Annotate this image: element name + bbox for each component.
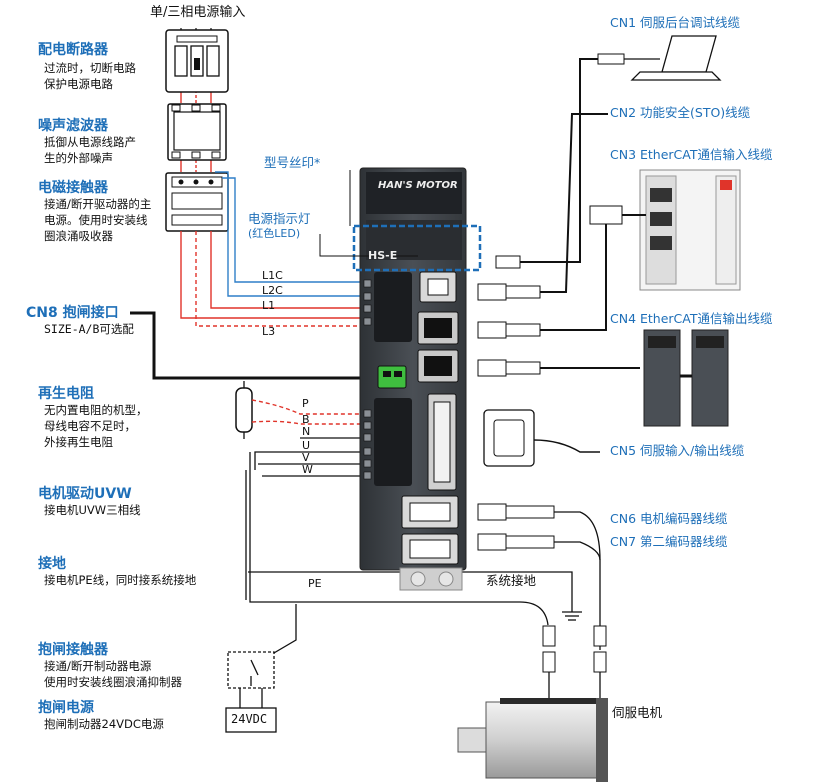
wire-label-b: B xyxy=(302,413,310,426)
wire-label-v: V xyxy=(302,451,310,464)
wire-label-pe: PE xyxy=(308,577,322,590)
drive-brand: HAN'S MOTOR xyxy=(378,180,458,191)
cn7-label: CN7 第二编码器线缆 xyxy=(610,534,728,549)
wire-label-p: P xyxy=(302,397,309,410)
power-led-sub: (红色LED) xyxy=(248,227,301,240)
noise-filter-desc-1: 抵御从电源线路产 xyxy=(44,135,136,149)
breaker-title: 配电断路器 xyxy=(38,42,108,58)
cn1-label: CN1 伺服后台调试线缆 xyxy=(610,15,741,30)
cn8-desc: SIZE-A/B可选配 xyxy=(44,322,134,336)
cn3-drive-plug xyxy=(477,321,541,339)
brake-power-box xyxy=(225,707,277,733)
circuit-breaker-icon xyxy=(165,29,229,93)
brake-power-box-label: 24VDC xyxy=(231,712,268,726)
encoder-cables xyxy=(554,511,601,650)
motor-power-wires xyxy=(245,437,549,626)
brake-contactor-icon xyxy=(227,651,275,708)
cn8-cable xyxy=(130,311,362,380)
regen-desc-1: 无内置电阻的机型， xyxy=(44,403,148,417)
servo-motor-icon xyxy=(457,698,608,782)
regen-desc-2: 母线电容不足时， xyxy=(44,419,136,433)
cn2-plug xyxy=(477,283,541,301)
noise-filter-icon xyxy=(167,103,227,161)
cn8-title: CN8 抱闸接口 xyxy=(26,305,119,321)
main-power-wires xyxy=(180,171,362,327)
servo-drive xyxy=(359,167,467,591)
power-input-label: 单/三相电源输入 xyxy=(150,5,246,20)
noise-filter-title: 噪声滤波器 xyxy=(38,118,108,134)
brake-power-desc: 抱闸制动器24VDC电源 xyxy=(44,717,164,731)
contactor-title: 电磁接触器 xyxy=(38,180,108,196)
ground-title: 接地 xyxy=(38,556,66,572)
cn4-label: CN4 EtherCAT通信输出线缆 xyxy=(610,311,773,326)
motor-uvw-title: 电机驱动UVW xyxy=(38,486,132,502)
brake-contactor-title: 抱闸接触器 xyxy=(38,642,108,658)
wire-label-l1: L1 xyxy=(262,299,276,312)
regen-desc-3: 外接再生电阻 xyxy=(44,435,113,449)
contactor-desc-3: 圈浪涌吸收器 xyxy=(44,229,113,243)
power-led-pointer xyxy=(319,234,418,257)
wire-label-l2c: L2C xyxy=(262,284,283,297)
motor-cable-connectors xyxy=(542,625,607,700)
drive-model: HS-E xyxy=(368,249,398,262)
cn1-cable xyxy=(520,58,598,263)
brake-contactor-desc-2: 使用时安装线圈浪涌抑制器 xyxy=(44,675,182,689)
regen-title: 再生电阻 xyxy=(38,386,94,402)
contactor-desc-2: 电源。使用时安装线 xyxy=(44,213,148,227)
brake-power-title: 抱闸电源 xyxy=(38,700,94,716)
noise-filter-desc-2: 生的外部噪声 xyxy=(44,151,113,165)
cn5-connector-icon xyxy=(483,409,600,467)
breaker-desc-2: 保护电源电路 xyxy=(44,77,113,91)
system-ground-label: 系统接地 xyxy=(486,573,537,588)
model-print-label: 型号丝印* xyxy=(264,155,321,170)
wire-label-l1c: L1C xyxy=(262,269,283,282)
breaker-desc-1: 过流时，切断电路 xyxy=(44,61,136,75)
servo-drive-pair-icon xyxy=(643,329,729,427)
cn2-cable xyxy=(540,113,608,293)
cn2-label: CN2 功能安全(STO)线缆 xyxy=(610,105,751,120)
laptop-icon xyxy=(597,35,722,81)
cn5-label: CN5 伺服输入/输出线缆 xyxy=(610,443,745,458)
wire-label-u: U xyxy=(302,439,311,452)
cn6-plug xyxy=(477,503,555,521)
cn4-plug xyxy=(477,359,541,377)
cn3-cable xyxy=(540,224,607,331)
servo-motor-label: 伺服电机 xyxy=(612,705,663,720)
cn1-plug xyxy=(495,255,521,269)
magnetic-contactor-icon xyxy=(165,172,229,232)
display-highlight-box xyxy=(352,224,482,272)
cn6-label: CN6 电机编码器线缆 xyxy=(610,511,728,526)
motor-uvw-desc: 接电机UVW三相线 xyxy=(44,503,141,517)
ethercat-module-icon xyxy=(639,169,741,291)
cn3-label: CN3 EtherCAT通信输入线缆 xyxy=(610,147,773,162)
contactor-desc-1: 接通/断开驱动器的主 xyxy=(44,197,152,211)
cn3-plug xyxy=(589,205,646,225)
regen-resistor-icon xyxy=(235,381,362,439)
wire-label-l3: L3 xyxy=(262,325,276,338)
cn7-plug xyxy=(477,533,555,551)
wire-label-n: N xyxy=(302,425,311,438)
brake-contactor-desc-1: 接通/断开制动器电源 xyxy=(44,659,152,673)
power-led-title: 电源指示灯 xyxy=(248,211,311,226)
ground-desc: 接电机PE线，同时接系统接地 xyxy=(44,573,197,587)
wire-label-w: W xyxy=(302,463,313,476)
